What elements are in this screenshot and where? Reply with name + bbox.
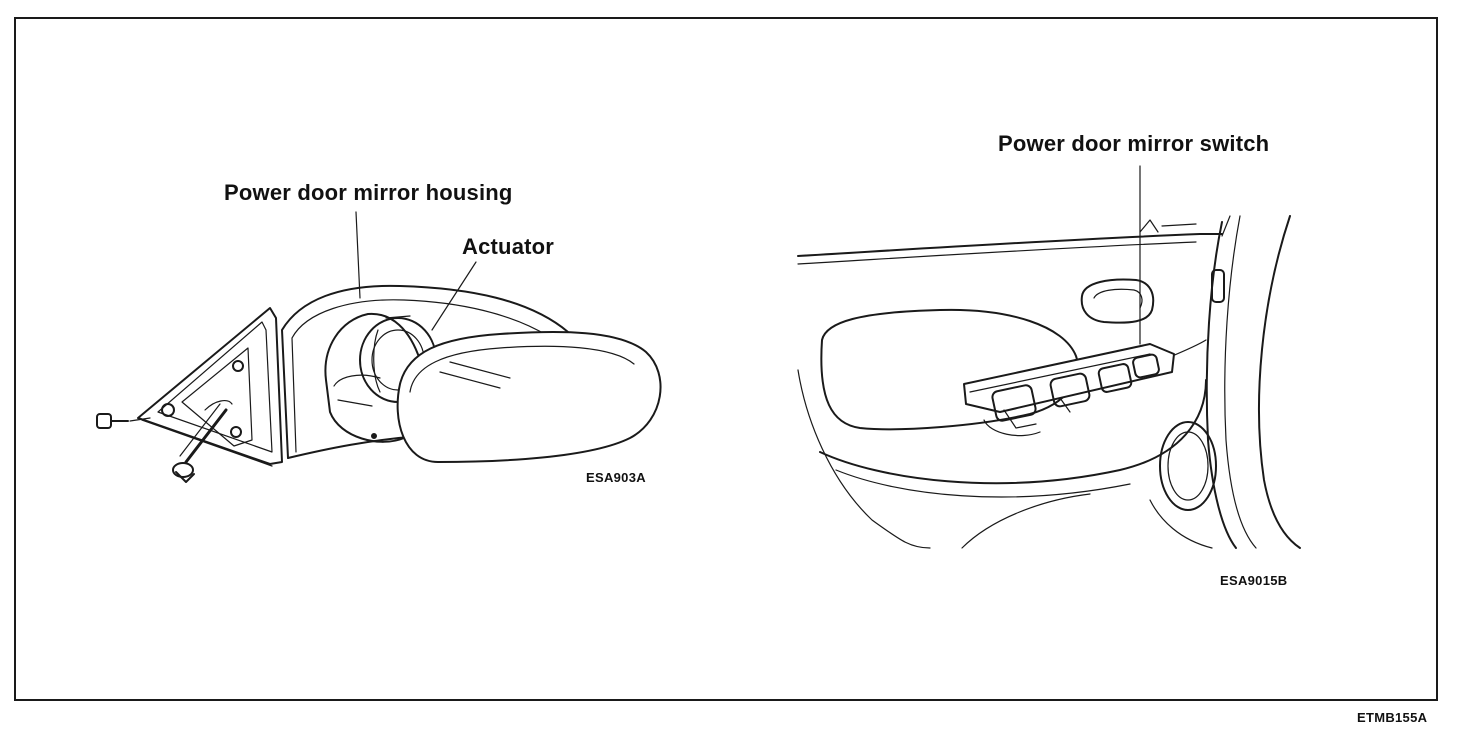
door-belt-line (797, 219, 1223, 265)
door-pillar (1205, 215, 1301, 549)
mounting-bolt (96, 360, 244, 438)
figure-code-page: ETMB155A (1357, 710, 1428, 725)
door-speaker (1149, 421, 1217, 549)
diagram-frame (14, 17, 1438, 701)
label-mirror-switch: Power door mirror switch (998, 131, 1270, 156)
callout-leaders-left (355, 211, 477, 331)
mirror-cable (172, 400, 233, 483)
mirror-glass (396, 330, 662, 463)
figure-code-left: ESA903A (586, 470, 646, 485)
label-mirror-housing: Power door mirror housing (224, 180, 513, 205)
mirror-switch-panel (963, 343, 1175, 437)
door-trim-illustration (797, 165, 1301, 549)
figure-code-right: ESA9015B (1220, 573, 1288, 588)
mirror-base-plate (137, 307, 283, 467)
label-actuator: Actuator (462, 234, 555, 259)
inner-door-handle (1080, 278, 1155, 324)
mirror-assembly-illustration (96, 211, 662, 483)
